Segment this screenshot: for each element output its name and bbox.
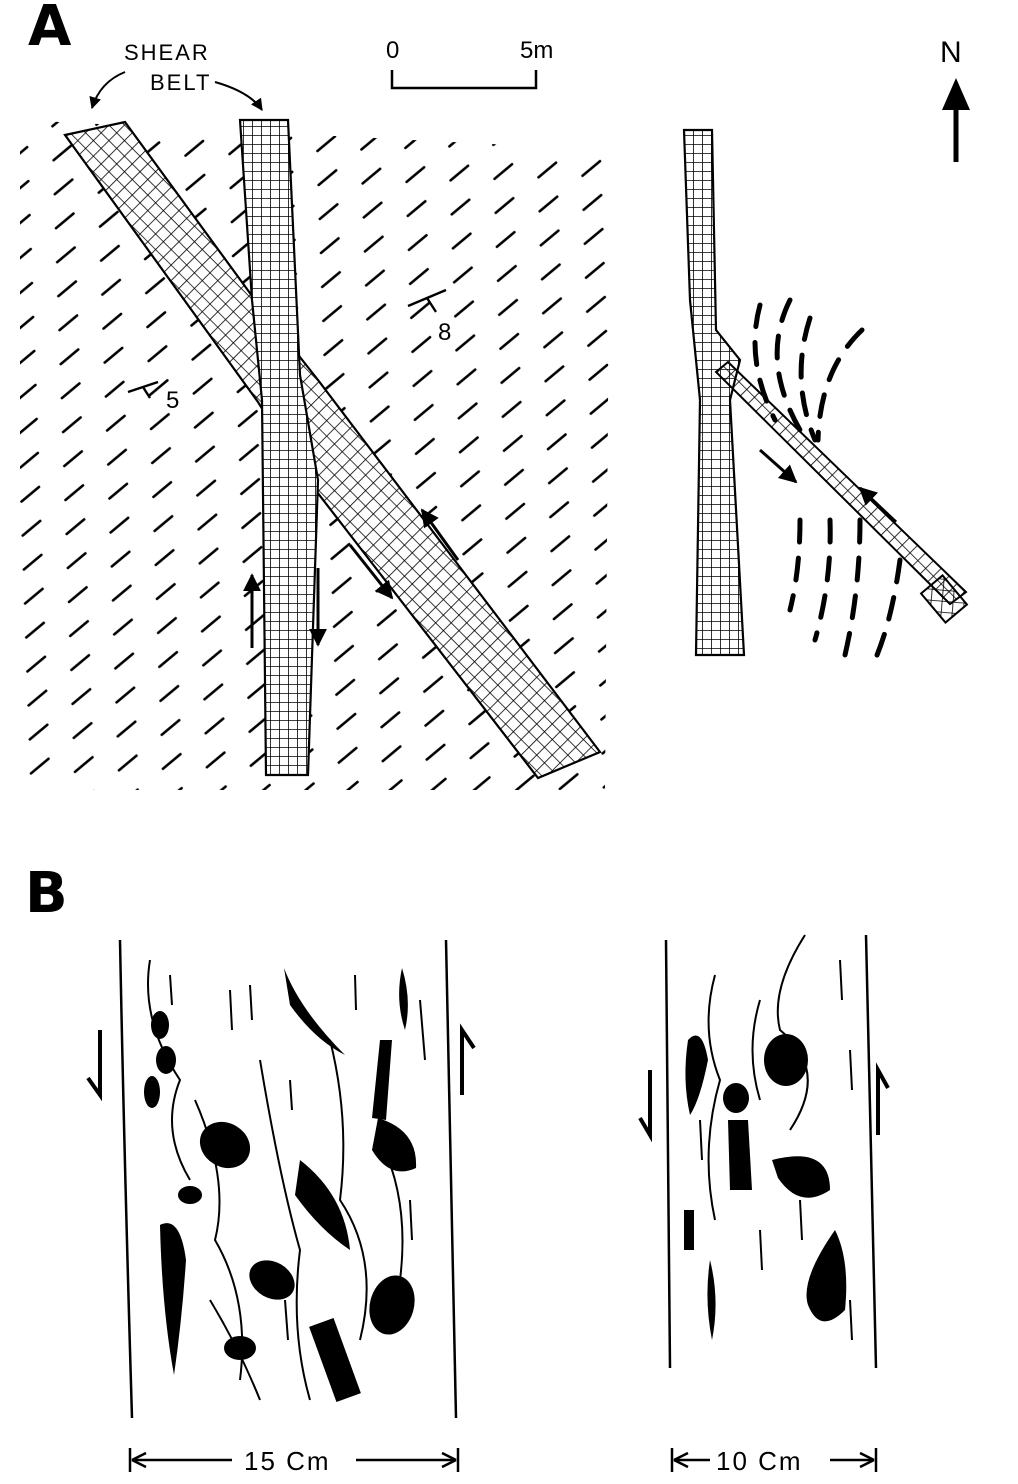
dimension-left xyxy=(128,1448,460,1472)
shear-sense-arrows-a2 xyxy=(759,448,898,524)
shear-belt-vertical xyxy=(238,118,320,777)
north-arrow: N xyxy=(940,36,970,162)
width-right-label: 10 Cm xyxy=(716,1446,803,1476)
sense-arrow-right-down xyxy=(638,1070,652,1143)
branching-belt-sketch xyxy=(682,128,969,657)
shear-label-line2: BELT xyxy=(150,70,211,95)
shear-sense-arrows-a xyxy=(243,508,460,648)
sample-left xyxy=(86,939,476,1419)
dip-left-label: 5 xyxy=(166,387,179,414)
sample-right xyxy=(638,934,890,1369)
scale-start-label: 0 xyxy=(386,37,399,64)
sample-left-clasts xyxy=(144,968,417,1403)
sense-arrow-left-down xyxy=(86,1030,102,1102)
sense-arrow-right-up xyxy=(876,1062,890,1135)
panel-b-label: B xyxy=(25,861,68,926)
dip-symbol-right: 8 xyxy=(407,288,451,346)
shear-label-arrow-right xyxy=(214,81,263,111)
sample-left-fabric xyxy=(147,959,426,1401)
dip-symbol-left: 5 xyxy=(127,380,179,414)
sample-right-fabric xyxy=(699,934,853,1341)
sense-arrow-left-up xyxy=(460,1023,476,1095)
scale-bar: 0 5m xyxy=(386,37,553,90)
width-left-label: 15 Cm xyxy=(244,1446,331,1476)
dimension-right xyxy=(670,1448,878,1472)
panel-a-label: A xyxy=(28,0,72,59)
drag-fold-traces xyxy=(752,297,903,663)
shear-label-line1: SHEAR xyxy=(124,40,210,65)
dip-right-label: 8 xyxy=(438,319,451,346)
sample-right-clasts xyxy=(684,1034,847,1340)
scale-end-label: 5m xyxy=(520,37,553,64)
shear-label-arrow-left xyxy=(89,71,126,110)
north-label: N xyxy=(940,36,962,69)
